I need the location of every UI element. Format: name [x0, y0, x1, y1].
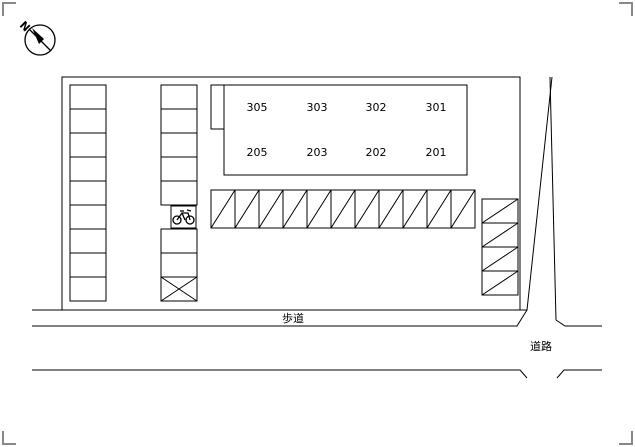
sidewalk-lower-edge [32, 309, 528, 327]
side-road-left-edge [549, 76, 557, 321]
bicycle-stall-hatch [481, 222, 519, 248]
bicycle-stall-hatch [258, 189, 284, 229]
side-road-right-edge [555, 319, 602, 327]
road-lower-edge-left [32, 369, 528, 379]
room-number: 302 [366, 101, 387, 114]
bicycle-stall-hatch [378, 189, 404, 229]
roads [32, 76, 602, 379]
parking-space [160, 84, 198, 110]
corner-mark-bottom-left [2, 431, 16, 445]
parking-space [69, 84, 107, 110]
parking-space [69, 204, 107, 230]
room-number: 205 [247, 146, 268, 159]
corner-mark-top-right [619, 2, 633, 16]
bicycle-stall-hatch [282, 189, 308, 229]
parking-space [69, 276, 107, 302]
parking-space [160, 228, 198, 254]
parking-space [160, 252, 198, 278]
parking-space [69, 156, 107, 182]
parking-space [69, 108, 107, 134]
corner-mark-top-left [2, 2, 16, 16]
parking-space [69, 132, 107, 158]
bicycle-stall-hatch [481, 246, 519, 272]
room-number: 202 [366, 146, 387, 159]
bicycle-stall-hatch [426, 189, 452, 229]
bicycle-stall [481, 270, 519, 296]
bicycle-stall-hatch [330, 189, 356, 229]
room-number: 203 [307, 146, 328, 159]
bicycle-stall-hatch [234, 189, 260, 229]
bicycle-parking-row [210, 189, 476, 229]
bicycle-stall-hatch [210, 189, 236, 229]
sidewalk-label: 歩道 [282, 311, 304, 325]
parking-space [160, 108, 198, 134]
building-annex [210, 84, 225, 130]
parking-space [69, 252, 107, 278]
parking-column-left [69, 84, 107, 302]
parking-space-cross [160, 276, 198, 302]
apartment-building: 305 303 302 301 205 203 202 201 [210, 84, 468, 176]
road-label: 道路 [530, 339, 552, 353]
parking-column-middle [160, 84, 198, 302]
building-outline [223, 84, 468, 176]
parking-space [160, 180, 198, 206]
room-number: 201 [426, 146, 447, 159]
bicycle-icon [172, 209, 195, 225]
bicycle-stall-hatch [481, 198, 519, 224]
bicycle-stall-hatch [354, 189, 380, 229]
compass-north-letter: N [17, 19, 33, 35]
parking-space [160, 132, 198, 158]
room-number: 301 [426, 101, 447, 114]
parking-space [69, 180, 107, 206]
road-lower-edge-right [556, 369, 602, 379]
bicycle-stall-hatch [306, 189, 332, 229]
parking-column-right [481, 198, 519, 296]
bicycle-stall-hatch [481, 270, 519, 296]
bicycle-stall-hatch [450, 189, 476, 229]
bicycle-parking [170, 205, 197, 229]
bicycle-stall-hatch [402, 189, 428, 229]
compass-rose-icon: N [17, 19, 56, 56]
room-number: 303 [307, 101, 328, 114]
parking-space [69, 228, 107, 254]
bicycle-stall [450, 189, 476, 229]
site-boundary [61, 76, 521, 310]
parking-space [160, 156, 198, 182]
corner-mark-bottom-right [619, 431, 633, 445]
parking-space [160, 276, 198, 302]
room-number: 305 [247, 101, 268, 114]
